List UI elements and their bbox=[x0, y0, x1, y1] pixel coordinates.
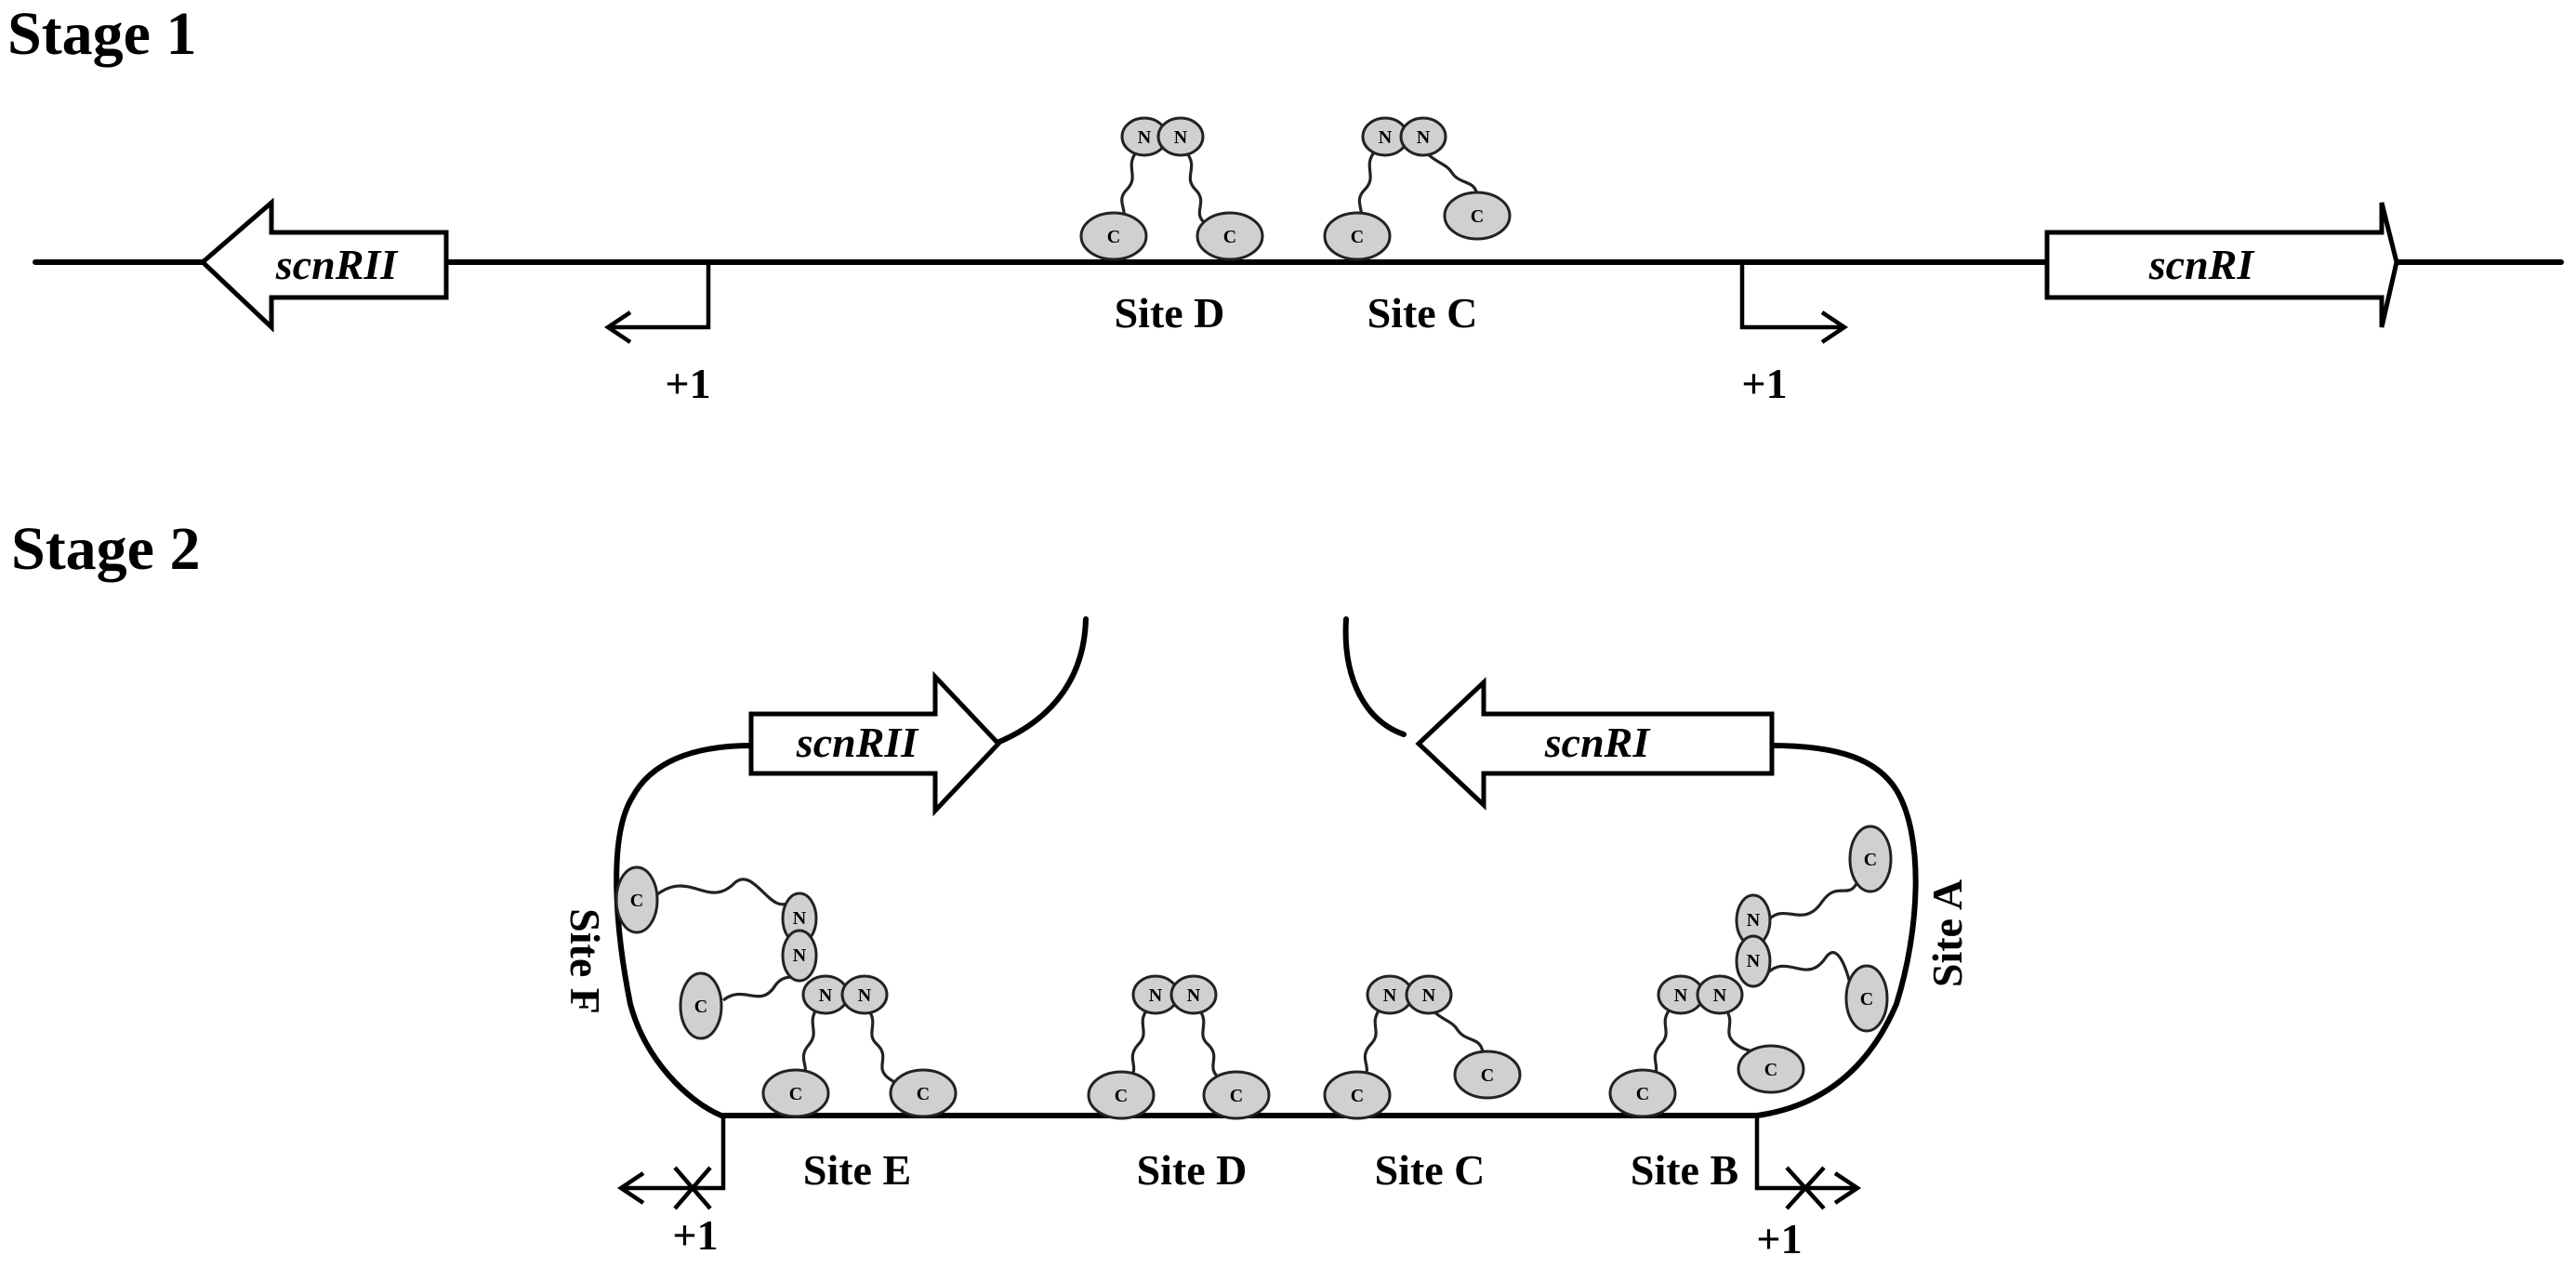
stage-2-site-b-label: Site B bbox=[1631, 1146, 1738, 1194]
n-domain bbox=[781, 929, 818, 983]
stage-1-title: Stage 1 bbox=[7, 0, 196, 68]
stage-2-site-b-protein-dimer: N N C C bbox=[1608, 974, 1805, 1118]
c-domain bbox=[1608, 1068, 1677, 1118]
stage-1-scnrii-gene-arrow: scnRII bbox=[199, 197, 449, 333]
stage-2-scnri-label: scnRI bbox=[1544, 719, 1652, 766]
c-domain bbox=[1079, 211, 1148, 261]
svg-text:C: C bbox=[630, 891, 643, 911]
stage-2: Stage 2 scnRII scnRI +1 +1 bbox=[11, 515, 1971, 1262]
svg-text:C: C bbox=[789, 1084, 802, 1104]
stage-1-site-c-label: Site C bbox=[1367, 289, 1478, 337]
stage-2-site-e-label: Site E bbox=[803, 1146, 911, 1194]
n-domain bbox=[840, 974, 889, 1015]
svg-text:N: N bbox=[858, 985, 872, 1006]
stage-1: Stage 1 scnRII scnRI +1 +1 bbox=[7, 0, 2564, 407]
stage-1-scnrii-label: scnRII bbox=[275, 241, 399, 288]
svg-text:N: N bbox=[819, 985, 833, 1006]
c-domain bbox=[1737, 1044, 1805, 1094]
stage-2-scnri-gene-arrow: scnRI bbox=[1415, 677, 1775, 811]
svg-text:C: C bbox=[1230, 1086, 1243, 1106]
svg-text:N: N bbox=[793, 945, 807, 966]
svg-text:N: N bbox=[1747, 910, 1761, 931]
n-domain bbox=[1156, 116, 1205, 157]
svg-text:C: C bbox=[1764, 1060, 1777, 1080]
c-domain bbox=[1443, 191, 1512, 241]
svg-text:C: C bbox=[1223, 227, 1236, 247]
stage-2-scnrii-gene-arrow: scnRII bbox=[748, 670, 1002, 817]
c-domain bbox=[614, 865, 659, 934]
stage-1-left-tss-label: +1 bbox=[665, 360, 710, 407]
stage-1-site-d-protein-dimer: N N C C bbox=[1079, 116, 1264, 261]
stage-1-scnri-label: scnRI bbox=[2148, 241, 2256, 288]
svg-text:N: N bbox=[1747, 951, 1761, 971]
svg-text:C: C bbox=[1471, 206, 1484, 227]
svg-text:C: C bbox=[1864, 850, 1877, 870]
svg-text:C: C bbox=[1636, 1084, 1649, 1104]
svg-text:N: N bbox=[1379, 127, 1393, 148]
svg-text:N: N bbox=[1174, 127, 1188, 148]
c-domain bbox=[1323, 1070, 1392, 1120]
stage-1-scnri-gene-arrow: scnRI bbox=[2044, 202, 2399, 328]
svg-text:N: N bbox=[1383, 985, 1397, 1006]
stage-2-right-curl bbox=[1342, 616, 1407, 737]
stage-2-scnrii-label: scnRII bbox=[796, 719, 919, 766]
svg-text:N: N bbox=[793, 908, 807, 929]
svg-text:N: N bbox=[1674, 985, 1688, 1006]
stage-2-site-c-protein-dimer: N N C C bbox=[1323, 974, 1522, 1120]
stage-2-site-d-protein-dimer: N N C C bbox=[1087, 974, 1271, 1120]
svg-text:N: N bbox=[1713, 985, 1727, 1006]
stage-2-left-tss-label: +1 bbox=[672, 1211, 718, 1259]
c-domain bbox=[1202, 1070, 1271, 1120]
svg-text:C: C bbox=[1351, 1086, 1364, 1106]
svg-text:C: C bbox=[1115, 1086, 1128, 1106]
c-domain bbox=[889, 1068, 958, 1118]
c-domain bbox=[1848, 825, 1893, 893]
svg-text:C: C bbox=[1107, 227, 1120, 247]
svg-text:N: N bbox=[1422, 985, 1436, 1006]
stage-2-left-blocked-promoter bbox=[616, 1117, 726, 1210]
svg-text:N: N bbox=[1149, 985, 1163, 1006]
c-domain bbox=[1196, 211, 1264, 261]
stage-2-site-a-protein-dimer: N N C C bbox=[1735, 825, 1893, 1033]
stage-1-site-d-label: Site D bbox=[1115, 289, 1225, 337]
svg-text:C: C bbox=[917, 1084, 930, 1104]
stage-2-site-f-protein-dimer: N N C C bbox=[614, 865, 818, 1040]
stage-2-site-a-label: Site A bbox=[1923, 879, 1971, 987]
stage-2-looped-dna bbox=[614, 743, 1919, 1118]
stage-2-right-tss-label: +1 bbox=[1756, 1215, 1802, 1262]
stage-1-left-promoter-arrow bbox=[603, 264, 711, 344]
stage-2-site-f-label: Site F bbox=[561, 908, 609, 1014]
svg-text:C: C bbox=[1481, 1065, 1494, 1086]
c-domain bbox=[1453, 1050, 1522, 1100]
stage-1-site-c-protein-dimer: N N C C bbox=[1323, 116, 1512, 261]
svg-text:C: C bbox=[1860, 989, 1873, 1010]
n-domain bbox=[1399, 116, 1447, 157]
stage-2-left-curl bbox=[992, 616, 1089, 746]
c-domain bbox=[1844, 964, 1889, 1033]
n-domain bbox=[1169, 974, 1218, 1015]
c-domain bbox=[679, 971, 723, 1040]
n-domain bbox=[1405, 974, 1453, 1015]
c-domain bbox=[761, 1068, 830, 1118]
svg-text:N: N bbox=[1417, 127, 1431, 148]
svg-text:N: N bbox=[1138, 127, 1152, 148]
stage-2-site-e-protein-dimer: N N C C bbox=[761, 974, 958, 1118]
svg-text:C: C bbox=[694, 997, 707, 1017]
stage-2-site-c-label: Site C bbox=[1375, 1146, 1486, 1194]
stage-2-site-d-label: Site D bbox=[1137, 1146, 1248, 1194]
stage-2-right-blocked-promoter bbox=[1754, 1117, 1862, 1210]
c-domain bbox=[1323, 211, 1392, 261]
stage-2-title: Stage 2 bbox=[11, 515, 200, 583]
svg-text:N: N bbox=[1187, 985, 1201, 1006]
n-domain bbox=[1696, 974, 1744, 1015]
c-domain bbox=[1087, 1070, 1156, 1120]
stage-1-right-tss-label: +1 bbox=[1741, 360, 1787, 407]
n-domain bbox=[1735, 934, 1772, 988]
svg-text:C: C bbox=[1351, 227, 1364, 247]
stage-1-right-promoter-arrow bbox=[1739, 264, 1849, 344]
